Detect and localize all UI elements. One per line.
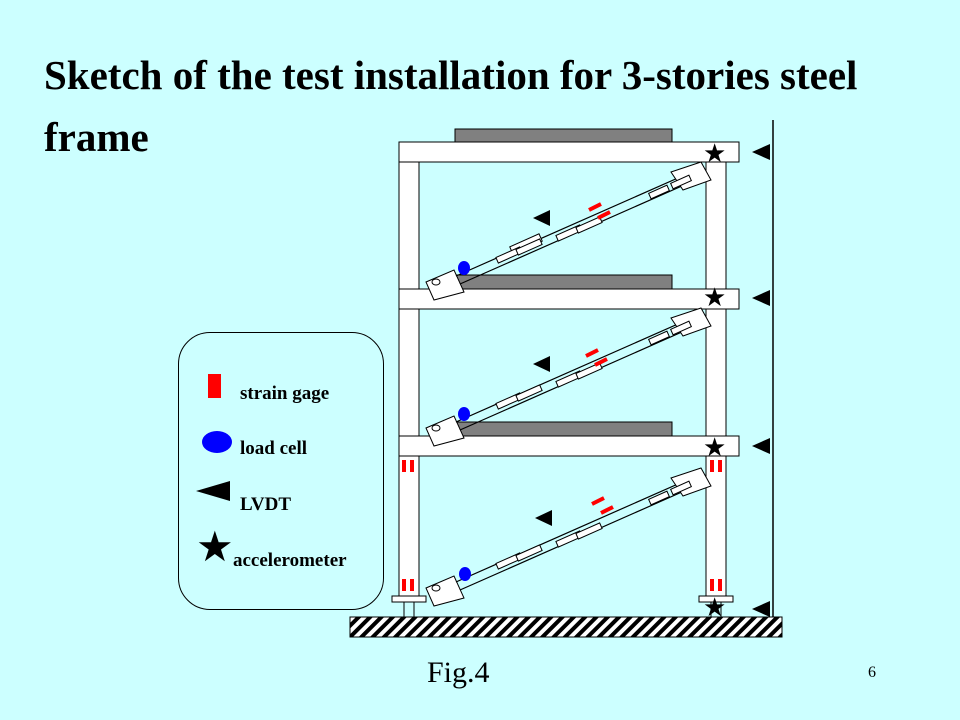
load-cell-icon (458, 407, 470, 421)
beam-floor-2 (398, 435, 740, 457)
lvdt-triangle-icon (752, 144, 770, 160)
legend-load-cell-label: load cell (240, 438, 308, 459)
brace-story-1 (425, 467, 712, 607)
page-number: 6 (868, 664, 876, 681)
lvdt-triangle-icon (752, 601, 770, 617)
lvdt-triangle-icon (752, 438, 770, 454)
load-cell-icon (458, 261, 470, 275)
ground-base (349, 616, 783, 638)
legend-lvdt-label: LVDT (240, 494, 292, 515)
accelerometer-star-icon: ★ (703, 139, 726, 169)
base-plate-left (391, 595, 427, 603)
slab-third (454, 274, 673, 290)
slide-title: Sketch of the test installation for 3-st… (44, 52, 858, 160)
strain-gages-story-3 (588, 202, 611, 220)
strain-gage-icon (208, 374, 221, 398)
base-plate-right (698, 595, 734, 603)
column-right (705, 141, 727, 601)
lvdt-triangle-icon (752, 290, 770, 306)
legend-strain-gage-label: strain gage (240, 383, 330, 404)
beam-roof (398, 141, 740, 163)
legend-accelerometer-label: accelerometer (233, 550, 347, 571)
accelerometer-star-icon: ★ (196, 522, 234, 571)
beam-floor-3 (398, 288, 740, 310)
brace-story-2 (425, 307, 712, 447)
slab-top (454, 128, 673, 143)
strain-gages-columns (402, 460, 722, 591)
accelerometer-star-icon: ★ (703, 433, 726, 463)
slab-second (454, 421, 673, 437)
strain-gages-story-1 (591, 496, 614, 515)
lvdt-triangle-icon (535, 510, 552, 526)
column-left (398, 141, 420, 601)
lvdt-triangle-icon (533, 210, 550, 226)
lvdt-triangle-icon (196, 481, 230, 501)
accelerometer-star-icon: ★ (703, 593, 726, 623)
load-cell-icon (202, 431, 232, 453)
lvdt-triangle-icon (533, 356, 550, 372)
figure-label: Fig.4 (427, 656, 490, 689)
accelerometer-star-icon: ★ (703, 283, 726, 313)
strain-gages-story-2 (585, 348, 608, 367)
brace-story-3 (425, 161, 712, 301)
load-cell-icon (459, 567, 471, 581)
legend-box (178, 332, 384, 610)
